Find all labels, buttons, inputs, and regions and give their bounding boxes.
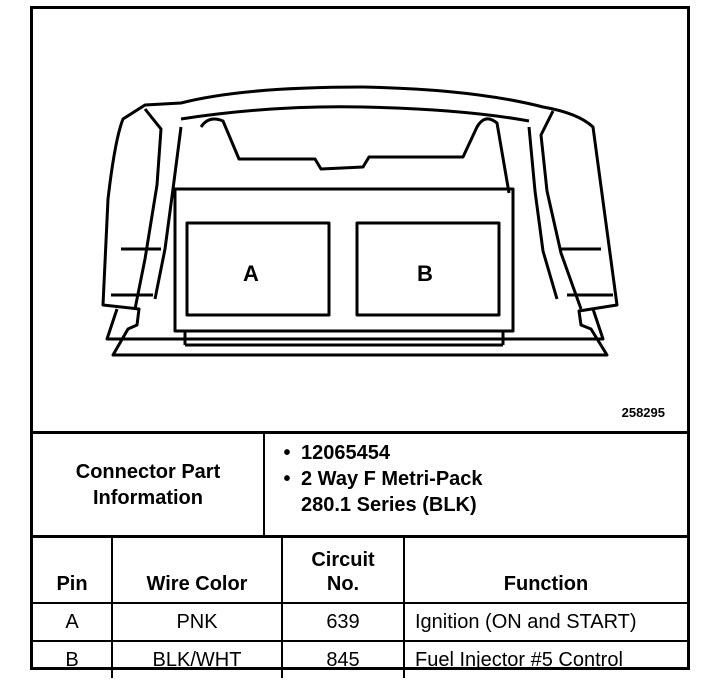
connector-info-row: Connector Part Information • 12065454 • 2 … xyxy=(33,431,687,535)
front-face xyxy=(105,308,605,341)
bullet-icon: • xyxy=(283,442,291,464)
connector-info-list: • 12065454 • 2 Way F Metri-Pack 280.1 Seri… xyxy=(273,440,483,518)
pin-table: Pin Wire Color Circuit No. Function A PN… xyxy=(33,535,687,678)
row-wire-color: PNK xyxy=(111,602,283,642)
row-circuit: 639 xyxy=(281,602,405,642)
cavity-b-label: B xyxy=(417,261,433,286)
right-rail xyxy=(539,110,583,310)
header-wire-color: Wire Color xyxy=(111,535,283,604)
connector-body xyxy=(173,187,515,333)
connector-diagram: A B xyxy=(101,85,619,357)
figure-number: 258295 xyxy=(621,405,665,420)
header-pin: Pin xyxy=(33,535,113,604)
info-bullet-1: • 12065454 xyxy=(273,440,483,466)
cavity-a-label: A xyxy=(243,261,259,286)
latch xyxy=(199,117,511,194)
table-row: A PNK 639 Ignition (ON and START) xyxy=(33,602,687,642)
row-circuit: 845 xyxy=(281,640,405,678)
row-pin: B xyxy=(33,640,113,678)
header-function: Function xyxy=(403,535,687,604)
row-pin: A xyxy=(33,602,113,642)
part-number: 12065454 xyxy=(301,442,390,464)
connector-info-label: Connector Part Information xyxy=(33,434,265,535)
header-circuit-line1: Circuit xyxy=(311,549,375,571)
cavity-b xyxy=(355,221,501,317)
left-rail xyxy=(133,108,163,310)
connector-type: 2 Way F Metri-Pack xyxy=(301,468,483,490)
table-header-row: Pin Wire Color Circuit No. Function xyxy=(33,535,687,604)
connector-shell xyxy=(101,85,619,357)
row-function: Ignition (ON and START) xyxy=(403,602,687,642)
header-circuit-line2: No. xyxy=(326,573,360,595)
info-bullet-2: • 2 Way F Metri-Pack xyxy=(273,466,483,492)
connector-info-label-line1: Connector Part xyxy=(75,460,221,483)
table-row: B BLK/WHT 845 Fuel Injector #5 Control xyxy=(33,640,687,678)
connector-info-label-line2: Information xyxy=(93,486,203,509)
row-wire-color: BLK/WHT xyxy=(111,640,283,678)
connector-frame: A B 258295 Connector Part Information • 1… xyxy=(30,6,690,678)
header-circuit: Circuit No. xyxy=(281,535,405,604)
bullet-icon: • xyxy=(283,468,291,490)
connector-series: 280.1 Series (BLK) xyxy=(301,494,477,516)
hood-inner-arc xyxy=(180,105,530,123)
cavity-a xyxy=(185,221,331,317)
row-function: Fuel Injector #5 Control xyxy=(403,640,687,678)
